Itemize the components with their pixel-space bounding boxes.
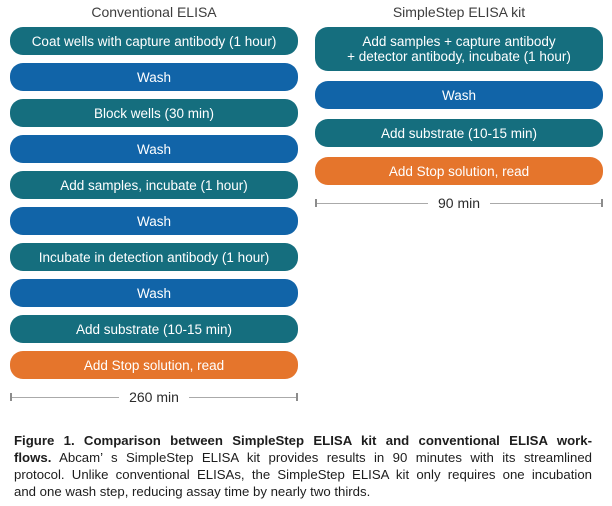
caption-line-1: Figure 1. Comparison between SimpleStep … bbox=[14, 432, 592, 449]
caption-line-2: flows. Abcam’ s SimpleStep ELISA kit pro… bbox=[14, 449, 592, 466]
column-simplestep-elisa: SimpleStep ELISA kit Add samples + captu… bbox=[315, 3, 603, 211]
bracket-line-left bbox=[317, 202, 428, 204]
bracket-right-tick bbox=[296, 393, 298, 401]
bracket-left-tick bbox=[10, 393, 12, 401]
caption-line-4: and one wash step, reducing assay time b… bbox=[14, 483, 592, 500]
caption-body-text: and one wash step, reducing assay time b… bbox=[14, 484, 371, 499]
bracket-line-left bbox=[12, 396, 120, 398]
step-bar-add-samples: Add samples, incubate (1 hour) bbox=[10, 171, 298, 199]
step-bar-detection-antibody: Incubate in detection antibody (1 hour) bbox=[10, 243, 298, 271]
bracket-right-tick bbox=[601, 199, 603, 207]
bracket-line-right bbox=[188, 396, 296, 398]
step-bar-add-substrate-simplestep: Add substrate (10-15 min) bbox=[315, 119, 603, 147]
column-title-conventional: Conventional ELISA bbox=[91, 4, 217, 20]
step-bar-wash-2: Wash bbox=[10, 135, 298, 163]
caption-body-text: protocol. Unlike conventional ELISAs, th… bbox=[14, 467, 592, 482]
column-conventional-elisa: Conventional ELISA Coat wells with captu… bbox=[10, 3, 298, 405]
total-time-label-simplestep: 90 min bbox=[437, 195, 481, 211]
step-bar-add-substrate-conventional: Add substrate (10-15 min) bbox=[10, 315, 298, 343]
step-bar-stop-solution-simplestep: Add Stop solution, read bbox=[315, 157, 603, 185]
caption-body-text: Abcam’ s SimpleStep ELISA kit provides r… bbox=[59, 450, 592, 465]
figure-caption: Figure 1. Comparison between SimpleStep … bbox=[14, 432, 592, 500]
time-bracket-simplestep: 90 min bbox=[315, 195, 603, 211]
total-time-label-conventional: 260 min bbox=[129, 389, 179, 405]
step-bar-wash-3: Wash bbox=[10, 207, 298, 235]
step-bar-block-wells: Block wells (30 min) bbox=[10, 99, 298, 127]
caption-bold-text: flows. bbox=[14, 450, 52, 465]
step-bar-wash-simplestep: Wash bbox=[315, 81, 603, 109]
column-title-simplestep: SimpleStep ELISA kit bbox=[392, 4, 526, 20]
step-bar-coat-wells: Coat wells with capture antibody (1 hour… bbox=[10, 27, 298, 55]
time-bracket-conventional: 260 min bbox=[10, 389, 298, 405]
caption-line-3: protocol. Unlike conventional ELISAs, th… bbox=[14, 466, 592, 483]
bracket-left-tick bbox=[315, 199, 317, 207]
bracket-line-right bbox=[490, 202, 601, 204]
step-bar-wash-1: Wash bbox=[10, 63, 298, 91]
step-bar-add-samples-antibodies: Add samples + capture antibody + detecto… bbox=[315, 27, 603, 71]
caption-bold-text: Figure 1. Comparison between SimpleStep … bbox=[14, 433, 592, 448]
step-bar-wash-4: Wash bbox=[10, 279, 298, 307]
step-bar-stop-solution-conventional: Add Stop solution, read bbox=[10, 351, 298, 379]
